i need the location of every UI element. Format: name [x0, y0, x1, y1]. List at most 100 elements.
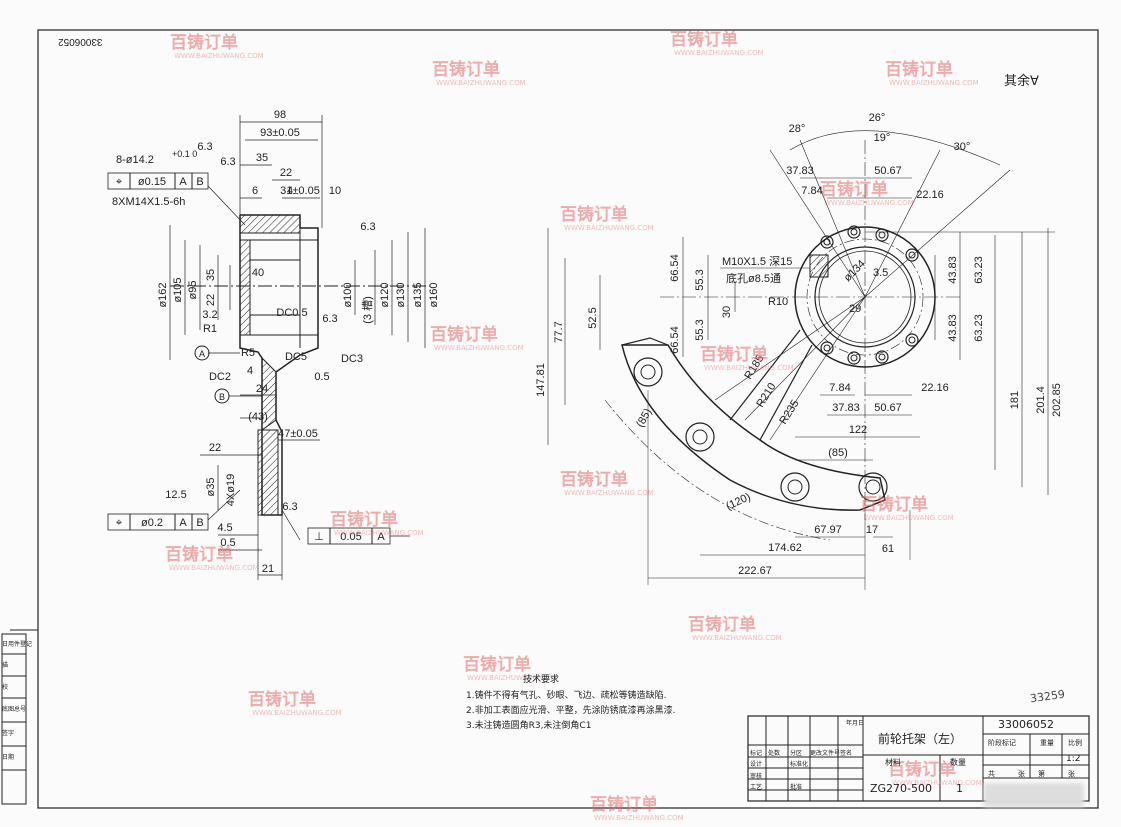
- right-dim-top: 7.84: [801, 185, 822, 197]
- left-dim-h: 6: [252, 185, 258, 197]
- top-left-drawing-number: 33006052: [58, 36, 103, 47]
- watermark-subtext: WWW.BAIZHUWANG.COM: [174, 52, 264, 60]
- right-dim-bottom: 61: [882, 543, 894, 555]
- left-dim-v: 22: [205, 294, 217, 306]
- drawing-border: [37, 29, 1099, 809]
- row-change: 更改文件号: [810, 750, 841, 757]
- hole-callout: 8-ø14.2: [116, 154, 154, 166]
- header-scale: 比例: [1068, 739, 1082, 747]
- left-label: DC3: [341, 353, 363, 365]
- left-label: DC2: [209, 371, 231, 383]
- side-label-1: 日用件登记: [2, 641, 33, 648]
- left-dim-v: ø160: [428, 282, 440, 307]
- col-material: 材料: [885, 758, 901, 767]
- side-label-4: 底图总号: [2, 706, 27, 713]
- row-date: 年月日: [846, 720, 865, 727]
- fcf1-datum-a: A: [179, 176, 187, 188]
- fcf2-symbol: ⌖: [116, 517, 122, 529]
- right-dim-right: 202.85: [1051, 383, 1063, 417]
- left-label: B: [219, 392, 225, 402]
- watermark-text: 百铸订单: [432, 59, 500, 80]
- right-dim-right: 63.23: [973, 256, 985, 284]
- watermark-subtext: WWW.BAIZHUWANG.COM: [252, 709, 342, 717]
- watermark-text: 百铸订单: [688, 614, 756, 635]
- left-dim-h: 22: [209, 442, 221, 454]
- watermark-subtext: WWW.BAIZHUWANG.COM: [564, 489, 654, 497]
- right-dim-bottom: 222.67: [738, 565, 772, 577]
- watermark-subtext: WWW.BAIZHUWANG.COM: [692, 634, 782, 642]
- watermark-text: 百铸订单: [700, 344, 768, 365]
- role-approve: 批准: [790, 784, 803, 791]
- right-dim-left: 77.7: [553, 321, 565, 342]
- fcf3-datum-a: A: [377, 531, 385, 543]
- material-value: ZG270-500: [870, 782, 933, 795]
- sheet-no: 第: [1038, 770, 1045, 778]
- right-dim-bottom: 22.16: [921, 382, 949, 394]
- fcf1-datum-b: B: [196, 176, 203, 188]
- right-dim-bottom: 17: [866, 524, 878, 536]
- watermark-subtext: WWW.BAIZHUWANG.COM: [169, 564, 259, 572]
- left-dim-h: 10: [329, 185, 341, 197]
- col-quantity: 数量: [950, 758, 966, 767]
- title-block: 前轮托架（左） 33006052 阶段标记 重量 比例 1:2 材料 数量 ZG…: [748, 716, 1089, 801]
- right-dim-left: 66.54: [669, 326, 681, 354]
- watermark-text: 百铸订单: [560, 469, 628, 490]
- right-dim-bottom: 7.84: [829, 382, 850, 394]
- watermark-text: 百铸订单: [248, 689, 316, 710]
- fcf2-datum-a: A: [179, 517, 187, 529]
- left-label: 6.3: [282, 501, 297, 513]
- sheet-unit-1: 张: [1018, 770, 1025, 778]
- right-dim-top: 22.16: [916, 189, 944, 201]
- angle-label: 19°: [874, 132, 891, 144]
- thread-callout: 8XM14X1.5-6h: [112, 196, 185, 208]
- right-label: R210: [754, 381, 778, 410]
- watermark-subtext: WWW.BAIZHUWANG.COM: [864, 514, 954, 522]
- right-dim-bottom: (85): [828, 447, 848, 459]
- header-stage: 阶段标记: [988, 739, 1016, 747]
- right-dim-bottom: 122: [849, 424, 867, 436]
- right-label: M10X1.5 深15: [722, 255, 792, 268]
- watermark-subtext: WWW.BAIZHUWANG.COM: [467, 674, 557, 682]
- left-dim-v: ø35: [205, 478, 217, 497]
- right-dim-left: 52.5: [587, 307, 599, 328]
- left-label: 3.2: [202, 309, 217, 321]
- right-dim-left: 66.54: [669, 254, 681, 282]
- left-dim-h: 0.5: [220, 537, 235, 549]
- right-front-view: [547, 130, 1055, 590]
- watermark-text: 百铸订单: [885, 59, 953, 80]
- right-dim-right: 201.4: [1035, 386, 1047, 414]
- right-dim-bottom: 50.67: [874, 402, 902, 414]
- fcf3-tol: 0.05: [340, 531, 361, 543]
- right-dim-bottom: 67.97: [814, 524, 842, 536]
- watermark-text: 百铸订单: [165, 544, 233, 565]
- left-label: A: [199, 349, 205, 359]
- watermark-layer: 百铸订单WWW.BAIZHUWANG.COM百铸订单WWW.BAIZHUWANG…: [165, 29, 982, 822]
- redacted-area: [984, 783, 1084, 807]
- right-label: (85): [634, 407, 654, 430]
- left-dim-h: 47±0.05: [278, 428, 318, 440]
- left-dim-h: 4: [247, 365, 253, 377]
- side-label-box: [1, 633, 27, 805]
- left-dim-h: 35: [256, 152, 268, 164]
- right-dim-right: 43.83: [947, 314, 959, 342]
- left-label: R1: [203, 323, 217, 335]
- angle-label: 28°: [789, 123, 806, 135]
- left-dim-v: ø162: [157, 282, 169, 307]
- left-label: DC5: [285, 351, 307, 363]
- side-label-5: 签字: [2, 730, 15, 737]
- left-dim-v: 4Xø19: [225, 474, 237, 506]
- watermark-text: 百铸订单: [670, 29, 738, 50]
- watermark-subtext: WWW.BAIZHUWANG.COM: [594, 814, 684, 822]
- angle-label: 26°: [869, 112, 886, 124]
- quantity-value: 1: [956, 782, 963, 795]
- side-label-2: 描: [2, 662, 9, 669]
- watermark-text: 百铸订单: [170, 32, 238, 53]
- right-label: ø134: [842, 258, 868, 284]
- right-label: 29: [849, 303, 861, 315]
- left-dim-v: ø105: [172, 277, 184, 302]
- left-dim-v: ø95: [187, 281, 199, 300]
- row-mark: 标记: [750, 750, 763, 757]
